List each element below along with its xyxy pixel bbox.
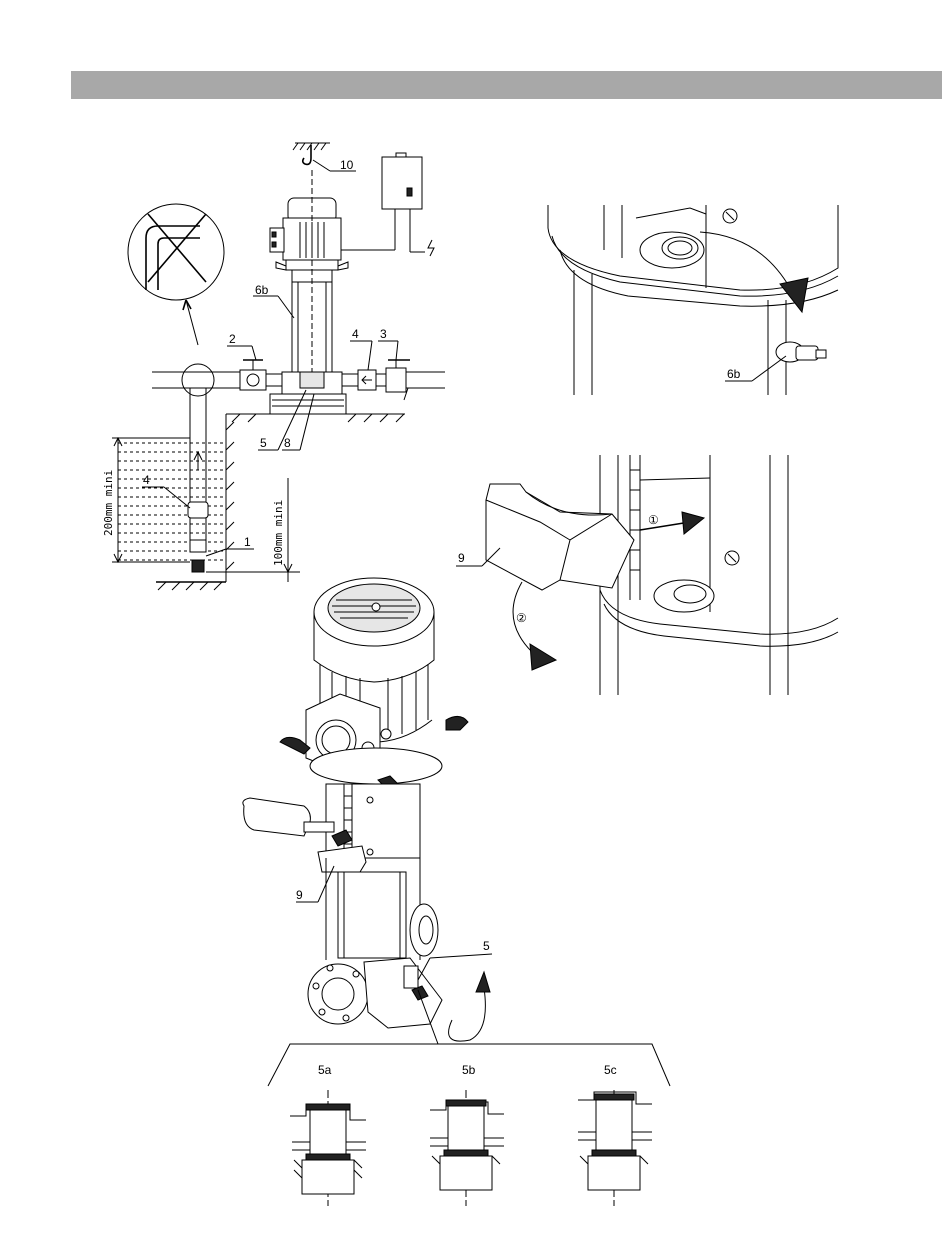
turn-arrow-icon: [780, 278, 808, 312]
label-9-detail: 9: [458, 551, 465, 565]
label-2: 2: [229, 332, 236, 346]
label-10: 10: [340, 158, 354, 172]
control-box: [382, 157, 422, 209]
prohibited-elbow-callout: [128, 204, 224, 300]
label-4-tank: 4: [143, 473, 150, 487]
power-supply-icon: [428, 240, 434, 256]
rotate-arrow-icon: [476, 972, 490, 992]
step-1-label: ①: [648, 513, 659, 527]
detail-5c: [578, 1090, 652, 1206]
dim-100mm-mini: 100mm mini: [272, 500, 285, 566]
step1-arrow-icon: [682, 512, 704, 534]
pump-isometric-view: 9 5: [243, 578, 492, 1044]
label-6b: 6b: [255, 283, 269, 297]
detail-filling-plug: 6b: [548, 205, 838, 395]
detail-5b: [430, 1090, 504, 1206]
lifting-hook-icon: [303, 145, 311, 164]
label-5b: 5b: [462, 1063, 476, 1077]
detail-5a: [290, 1090, 366, 1206]
label-4: 4: [352, 327, 359, 341]
drain-plug-details: 5a 5b 5c: [268, 1044, 670, 1206]
label-5: 5: [260, 436, 267, 450]
installation-schematic: 10 6b: [102, 143, 445, 590]
label-5c: 5c: [604, 1063, 617, 1077]
label-5-main: 5: [483, 939, 490, 953]
label-6b-detail: 6b: [727, 367, 741, 381]
step-2-label: ②: [516, 611, 527, 625]
label-8: 8: [284, 436, 291, 450]
step2-arrow-icon: [530, 644, 556, 670]
dim-200mm-mini: 200mm mini: [102, 470, 115, 536]
label-9: 9: [296, 888, 303, 902]
detail-coupling-guard: ① ② 9: [456, 455, 838, 695]
label-1: 1: [244, 535, 251, 549]
label-5a: 5a: [318, 1063, 332, 1077]
label-3: 3: [380, 327, 387, 341]
